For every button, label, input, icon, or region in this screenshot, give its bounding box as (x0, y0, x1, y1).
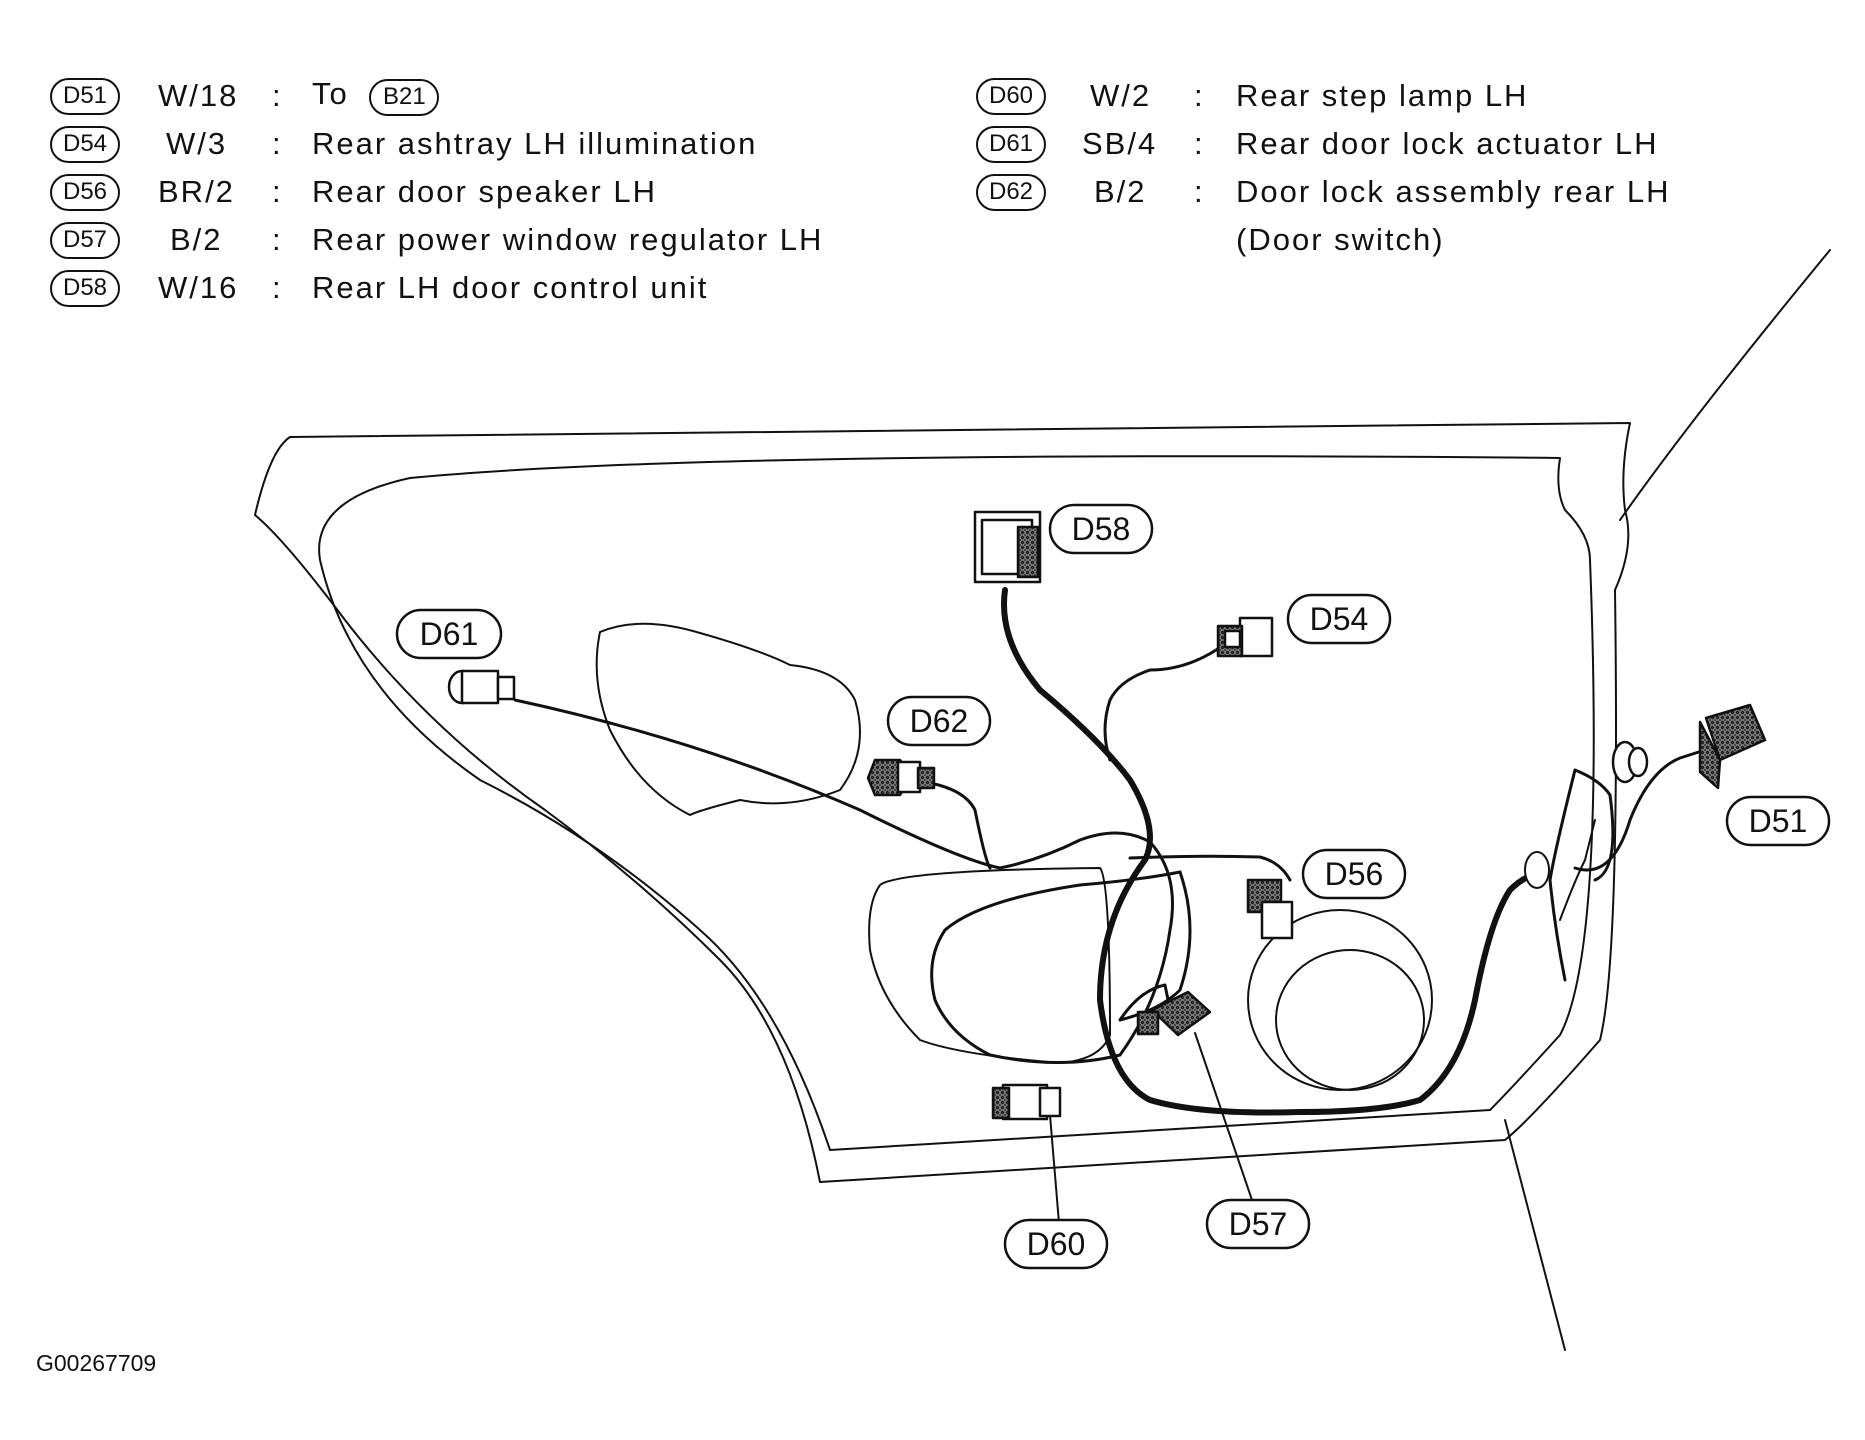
callout-d58: D58 (1048, 503, 1154, 555)
separator: : (272, 270, 283, 305)
connector-d57 (1136, 990, 1212, 1037)
reference-badge: B21 (369, 79, 440, 116)
callout-leader-lines (1049, 1032, 1253, 1236)
connector-id-badge: D60 (976, 77, 1046, 115)
callout-d56-label: D56 (1325, 856, 1384, 892)
legend-row: D62 B/2 : Door lock assembly rear LH (976, 170, 1776, 214)
separator: : (1194, 174, 1205, 209)
speaker-recess-outline (868, 867, 1111, 1064)
callout-d57: D57 (1205, 1198, 1311, 1250)
callout-d51-label: D51 (1749, 803, 1808, 839)
connector-id-badge: D62 (976, 173, 1046, 211)
connector-id-badge: D57 (50, 221, 120, 259)
wire-code: B/2 (170, 222, 223, 257)
wire-code: W/18 (158, 78, 239, 113)
connector-id-badge: D54 (50, 125, 120, 163)
separator: : (1194, 78, 1205, 113)
callout-d62: D62 (886, 695, 992, 747)
connector-description: Rear door speaker LH (312, 174, 657, 209)
separator: : (272, 126, 283, 161)
callout-d54: D54 (1286, 593, 1392, 645)
legend-row: D61 SB/4 : Rear door lock actuator LH (976, 122, 1776, 166)
separator: : (272, 78, 283, 113)
connector-description: Rear power window regulator LH (312, 222, 824, 257)
separator: : (272, 174, 283, 209)
connector-id-badge: D58 (50, 269, 120, 307)
legend-row: D60 W/2 : Rear step lamp LH (976, 74, 1776, 118)
main-harness-wire (1001, 587, 1551, 1116)
wire-code: B/2 (1094, 174, 1147, 209)
connector-description-continued: (Door switch) (1236, 222, 1445, 257)
grommet (1524, 851, 1550, 889)
callout-d61: D61 (395, 608, 503, 660)
wire-code: SB/4 (1082, 126, 1158, 161)
legend-row: D56 BR/2 : Rear door speaker LH (50, 170, 850, 214)
callout-d56: D56 (1301, 848, 1407, 900)
connector-d58 (973, 510, 1042, 584)
wire-code: W/2 (1090, 78, 1152, 113)
body-pillar-lines (1504, 249, 1831, 1351)
wire-code: W/16 (158, 270, 239, 305)
connector-d61 (447, 669, 516, 705)
connector-id-badge: D51 (50, 77, 120, 115)
connector-description: Rear door lock actuator LH (1236, 126, 1659, 161)
connector-d62 (866, 758, 936, 797)
legend-row: D51 W/18 : To B21 (50, 74, 850, 118)
connector-d51 (1611, 703, 1767, 790)
legend-row: D54 W/3 : Rear ashtray LH illumination (50, 122, 850, 166)
wire-code: W/3 (166, 126, 228, 161)
separator: : (272, 222, 283, 257)
callout-d62-label: D62 (910, 703, 969, 739)
connector-description: Door lock assembly rear LH (1236, 174, 1671, 209)
connector-description: Rear LH door control unit (312, 270, 709, 305)
connector-d54 (1216, 616, 1274, 658)
callout-d60: D60 (1003, 1218, 1109, 1270)
legend-row: (Door switch) (976, 218, 1776, 262)
connector-d56 (1246, 878, 1294, 940)
separator: : (1194, 126, 1205, 161)
connector-description: Rear ashtray LH illumination (312, 126, 758, 161)
window-opening-outline (595, 622, 861, 816)
callout-d60-label: D60 (1027, 1226, 1086, 1262)
connector-description: To B21 (312, 76, 440, 116)
door-inner-outline (318, 455, 1595, 1151)
branch-wires (513, 634, 1707, 1064)
connector-id-badge: D56 (50, 173, 120, 211)
speaker-outline (1247, 909, 1433, 1091)
figure-id: G00267709 (36, 1350, 157, 1376)
wire-code: BR/2 (158, 174, 235, 209)
legend-row: D58 W/16 : Rear LH door control unit (50, 266, 850, 310)
connector-id-badge: D61 (976, 125, 1046, 163)
callout-d51: D51 (1725, 795, 1831, 847)
connector-d60 (991, 1083, 1062, 1121)
callout-d57-label: D57 (1229, 1206, 1288, 1242)
callout-d61-label: D61 (420, 616, 479, 652)
callout-d58-label: D58 (1072, 511, 1131, 547)
callout-d54-label: D54 (1310, 601, 1369, 637)
connector-description: Rear step lamp LH (1236, 78, 1529, 113)
legend-row: D57 B/2 : Rear power window regulator LH (50, 218, 850, 262)
description-text: To (312, 76, 349, 111)
door-outer-outline (254, 422, 1631, 1183)
